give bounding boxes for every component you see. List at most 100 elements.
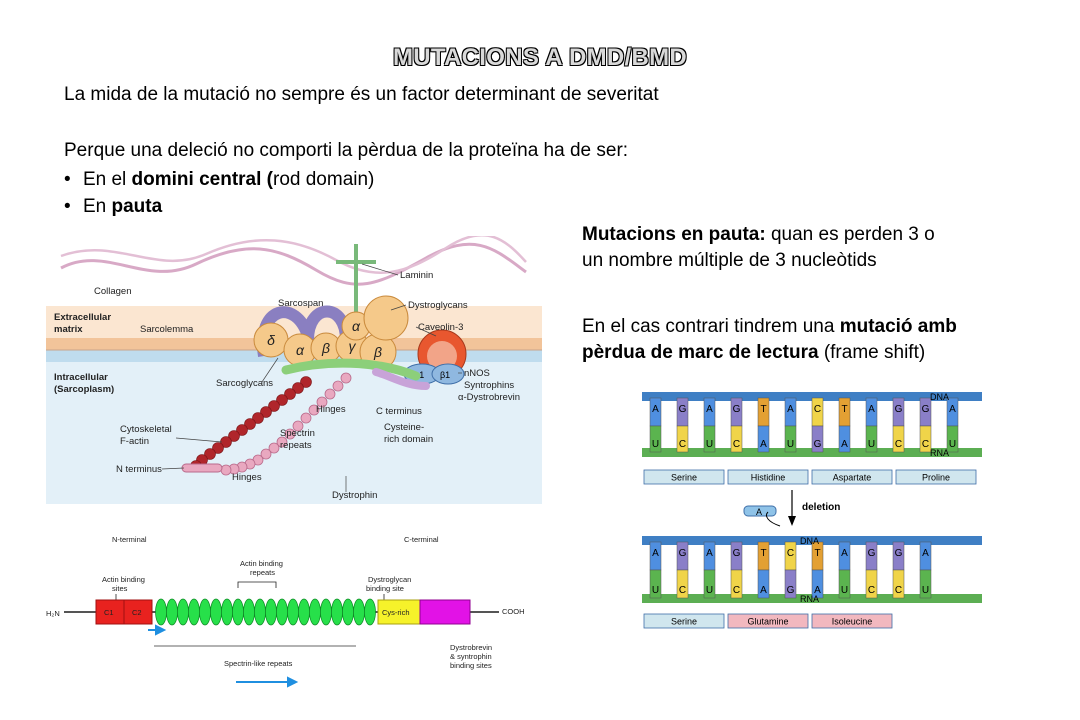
base-letter: U bbox=[841, 585, 848, 596]
rna-base: A bbox=[838, 425, 851, 453]
bullet-post: rod domain) bbox=[273, 169, 375, 190]
rna-strand-top bbox=[642, 448, 982, 457]
rna-base: A bbox=[757, 569, 770, 599]
base-letter: U bbox=[787, 439, 794, 450]
base-letter: A bbox=[787, 404, 794, 415]
caveolin-label: Caveolin-3 bbox=[418, 322, 463, 333]
dna-base: G bbox=[676, 541, 689, 571]
frame-shift-bold: mutació amb bbox=[839, 316, 957, 337]
rna-base: U bbox=[703, 425, 716, 453]
frame-shift-bold: pèrdua de marc de lectura bbox=[582, 342, 819, 363]
beta1-label: β1 bbox=[440, 370, 450, 380]
dna-base: A bbox=[865, 397, 878, 427]
dystroglycan-label-b: binding site bbox=[366, 584, 404, 593]
blue-arrow-long bbox=[287, 676, 299, 688]
dna-base: T bbox=[838, 397, 851, 427]
dna-base: A bbox=[784, 397, 797, 427]
dna-base: T bbox=[811, 541, 824, 571]
base-letter: C bbox=[733, 439, 740, 450]
actin-repeats-label-b: repeats bbox=[250, 568, 275, 577]
base-letter: A bbox=[841, 439, 848, 450]
dna-base: A bbox=[946, 397, 959, 427]
amino-acid-box: Glutamine bbox=[727, 613, 809, 629]
in-frame-text: quan es perden 3 o bbox=[765, 224, 935, 245]
rna-strand-bottom bbox=[642, 594, 982, 603]
collagen-fiber bbox=[60, 242, 527, 286]
dna-base: T bbox=[757, 541, 770, 571]
laminin bbox=[336, 244, 376, 316]
amino-acid-label: Glutamine bbox=[747, 617, 788, 627]
deleted-base-label: A bbox=[756, 507, 762, 517]
cooh-label: COOH bbox=[502, 607, 525, 616]
rich-domain-label: rich domain bbox=[384, 434, 433, 445]
n-terminus-segment bbox=[181, 463, 223, 473]
spectrin-repeats bbox=[155, 598, 376, 626]
amino-acid-box: Serine bbox=[643, 469, 725, 485]
rna-base: C bbox=[676, 425, 689, 453]
amino-acid-label: Isoleucine bbox=[832, 617, 873, 627]
base-letter: G bbox=[895, 404, 903, 415]
actin-repeats-label-a: Actin binding bbox=[240, 559, 283, 568]
sarcoglycans-label: Sarcoglycans bbox=[216, 378, 273, 389]
base-letter: A bbox=[922, 548, 929, 559]
dna-base: G bbox=[865, 541, 878, 571]
rna-base: U bbox=[865, 425, 878, 453]
collagen-fiber bbox=[60, 236, 527, 274]
rna-base: C bbox=[865, 569, 878, 599]
c2-label: C2 bbox=[132, 608, 142, 617]
c-terminal-label: C-terminal bbox=[404, 535, 439, 544]
amino-acid-label: Serine bbox=[671, 473, 697, 483]
base-letter: C bbox=[895, 439, 902, 450]
base-letter: A bbox=[652, 548, 659, 559]
spectrin-like-label: Spectrin-like repeats bbox=[224, 659, 293, 668]
dna-strand-bottom bbox=[642, 536, 982, 545]
dystrophin-domain-figure: N-terminal C-terminal Actin binding repe… bbox=[46, 535, 525, 688]
actin-sites-label-a: Actin binding bbox=[102, 575, 145, 584]
base-letter: A bbox=[706, 404, 713, 415]
base-letter: G bbox=[679, 548, 687, 559]
dystroglycan-label-a: Dystroglycan bbox=[368, 575, 411, 584]
dna-base: A bbox=[703, 541, 716, 571]
amino-acid-label: Histidine bbox=[751, 473, 786, 483]
severity-statement: La mida de la mutació no sempre és un fa… bbox=[64, 84, 659, 105]
sarcolemma-label: Sarcolemma bbox=[140, 324, 194, 335]
base-letter: C bbox=[868, 585, 875, 596]
base-letter: A bbox=[949, 404, 956, 415]
dna-base: G bbox=[730, 397, 743, 427]
blue-arrow-short bbox=[155, 624, 167, 636]
base-letter: U bbox=[706, 585, 713, 596]
dna-base: A bbox=[649, 541, 662, 571]
base-letter: C bbox=[679, 439, 686, 450]
h2n-label: H₂N bbox=[46, 609, 60, 618]
base-letter: U bbox=[652, 585, 659, 596]
base-letter: C bbox=[895, 585, 902, 596]
rna-base: U bbox=[703, 569, 716, 599]
dystrobrevin-label-a: Dystrobrevin bbox=[450, 643, 492, 652]
f-actin-filament bbox=[190, 376, 312, 472]
dna-label-top: DNA bbox=[930, 392, 949, 402]
rna-base: A bbox=[757, 425, 770, 453]
base-letter: U bbox=[706, 439, 713, 450]
rna-base: U bbox=[838, 569, 851, 599]
rna-label-bottom: RNA bbox=[800, 594, 819, 604]
base-letter: G bbox=[733, 404, 741, 415]
base-letter: A bbox=[814, 585, 821, 596]
bullet-rod-domain: En el domini central (rod domain) bbox=[64, 167, 374, 193]
deletion-marker: A deletion bbox=[743, 490, 840, 527]
spectrin-label: Spectrin bbox=[280, 428, 315, 439]
base-letter: T bbox=[841, 404, 847, 415]
dna-base: A bbox=[919, 541, 932, 571]
dna-base: C bbox=[811, 397, 824, 427]
base-letter: G bbox=[733, 548, 741, 559]
beta-dg-label: β bbox=[373, 344, 382, 360]
dystrophin-chain bbox=[220, 372, 352, 476]
cysteine-label: Cysteine- bbox=[384, 422, 424, 433]
rna-base: U bbox=[946, 425, 959, 453]
dystrobrevin-bar bbox=[281, 358, 421, 381]
bullet-bold: pauta bbox=[111, 196, 163, 217]
base-letter: C bbox=[733, 585, 740, 596]
base-letter: G bbox=[895, 548, 903, 559]
